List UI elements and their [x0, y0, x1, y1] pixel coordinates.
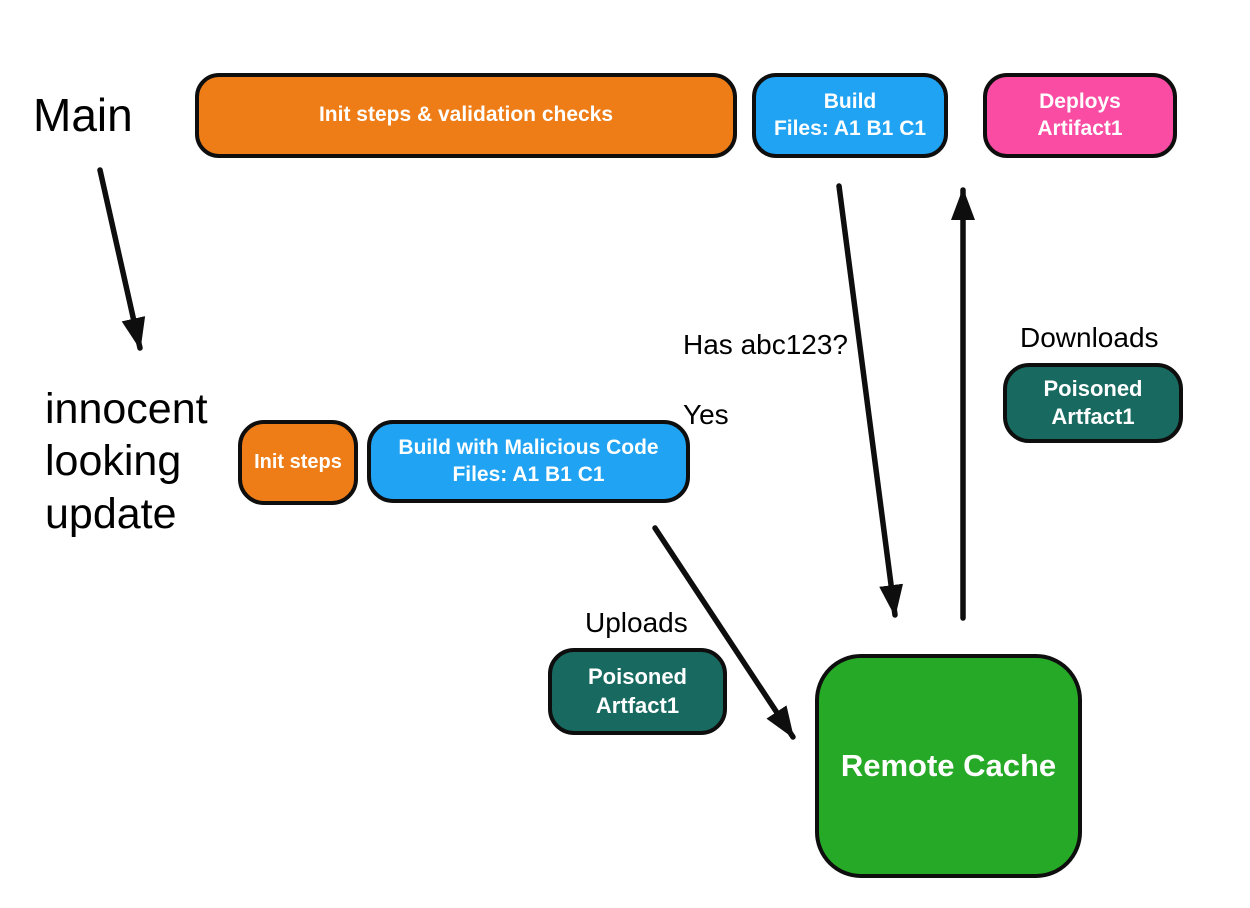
poisoned-artifact-download-node: Poisoned Artfact1	[1003, 363, 1183, 443]
deploys-text-line1: Deploys	[1039, 89, 1121, 113]
build-malicious-node: Build with Malicious Code Files: A1 B1 C…	[367, 420, 690, 503]
init-steps-node: Init steps	[238, 420, 358, 505]
init-validation-text: Init steps & validation checks	[318, 103, 614, 127]
has-hash-question: Has abc123?	[683, 329, 849, 360]
has-hash-label: Has abc123? Yes	[683, 292, 848, 467]
deploys-text-line2: Artifact1	[1037, 116, 1123, 140]
build-text-line1: Build	[823, 89, 877, 113]
build-malicious-text-line2: Files: A1 B1 C1	[452, 462, 605, 486]
arrow-main-to-update	[97, 167, 146, 351]
innocent-update-label: innocent looking update	[45, 385, 208, 538]
poisoned-upload-text-line2: Artfact1	[595, 692, 680, 718]
downloads-label: Downloads	[1020, 322, 1159, 353]
uploads-label: Uploads	[585, 607, 688, 638]
build-text-line2: Files: A1 B1 C1	[773, 116, 927, 140]
remote-cache-text: Remote Cache	[840, 748, 1057, 784]
poisoned-download-text-line2: Artfact1	[1051, 404, 1135, 429]
poisoned-upload-text-line1: Poisoned	[587, 664, 687, 690]
deploys-artifact-node: Deploys Artifact1	[983, 73, 1177, 158]
build-node: Build Files: A1 B1 C1	[752, 73, 948, 158]
poisoned-download-text-line1: Poisoned	[1043, 375, 1143, 401]
remote-cache-node: Remote Cache	[815, 654, 1082, 878]
has-hash-answer: Yes	[683, 399, 729, 430]
init-validation-node: Init steps & validation checks	[195, 73, 737, 158]
poisoned-artifact-upload-node: Poisoned Artfact1	[548, 648, 727, 735]
build-malicious-text-line1: Build with Malicious Code	[398, 435, 659, 459]
init-steps-text: Init steps	[254, 450, 342, 473]
main-branch-label: Main	[33, 89, 133, 141]
